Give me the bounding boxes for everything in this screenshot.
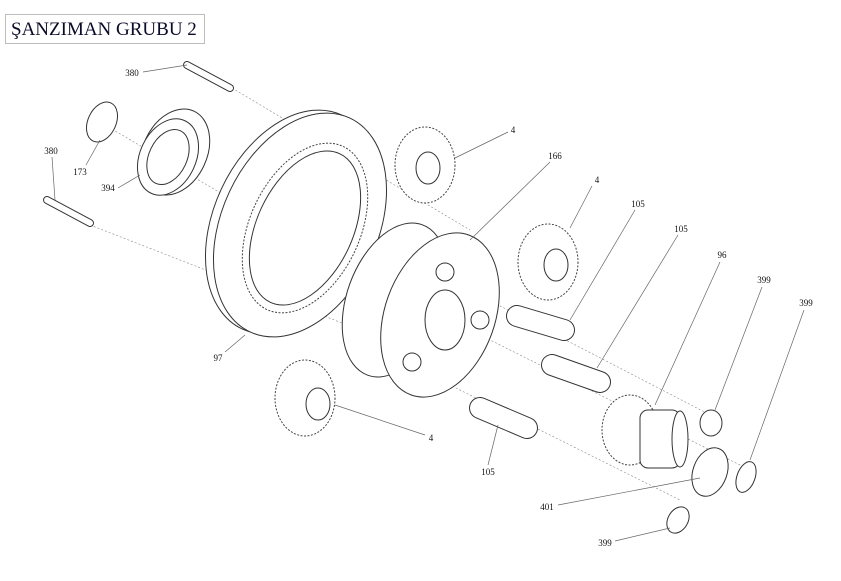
pin-380-top[interactable] xyxy=(183,61,234,92)
planet-gear-mid[interactable] xyxy=(517,223,579,301)
disc-173[interactable] xyxy=(80,97,123,147)
shaft-105-a[interactable] xyxy=(506,305,575,341)
label-380-top: 380 xyxy=(125,68,139,78)
label-96: 96 xyxy=(718,250,728,260)
planet-gear-top[interactable] xyxy=(394,126,456,204)
label-105-c: 105 xyxy=(481,467,495,477)
label-166: 166 xyxy=(548,151,562,161)
ring-gear-97[interactable] xyxy=(171,82,420,365)
bearing-394[interactable] xyxy=(126,98,223,207)
label-394: 394 xyxy=(101,183,115,193)
planet-gear-bottom[interactable] xyxy=(274,359,336,437)
title-box: ŞANZIMAN GRUBU 2 xyxy=(5,14,205,44)
label-4-bottom: 4 xyxy=(429,433,434,443)
snap-ring-399-b[interactable] xyxy=(732,459,760,495)
label-105-a: 105 xyxy=(631,199,645,209)
label-401: 401 xyxy=(540,502,554,512)
sun-gear-96[interactable] xyxy=(601,394,689,469)
label-399-c: 399 xyxy=(598,538,612,548)
label-4-top: 4 xyxy=(511,125,516,135)
label-105-b: 105 xyxy=(674,224,688,234)
label-4-mid: 4 xyxy=(595,175,600,185)
shaft-105-b[interactable] xyxy=(541,354,611,393)
diagram-title: ŞANZIMAN GRUBU 2 xyxy=(11,19,197,40)
planet-carrier-166[interactable] xyxy=(323,208,521,413)
label-173: 173 xyxy=(73,167,87,177)
shaft-105-c[interactable] xyxy=(469,397,538,439)
leader-lines xyxy=(51,64,805,542)
snap-ring-399-a[interactable] xyxy=(699,409,723,437)
label-97: 97 xyxy=(214,353,224,363)
label-380-left: 380 xyxy=(44,146,58,156)
ring-401[interactable] xyxy=(685,443,734,502)
label-399-b: 399 xyxy=(799,298,813,308)
snap-ring-399-c[interactable] xyxy=(662,503,693,537)
label-399-a: 399 xyxy=(757,275,771,285)
pin-380-left[interactable] xyxy=(43,196,94,227)
